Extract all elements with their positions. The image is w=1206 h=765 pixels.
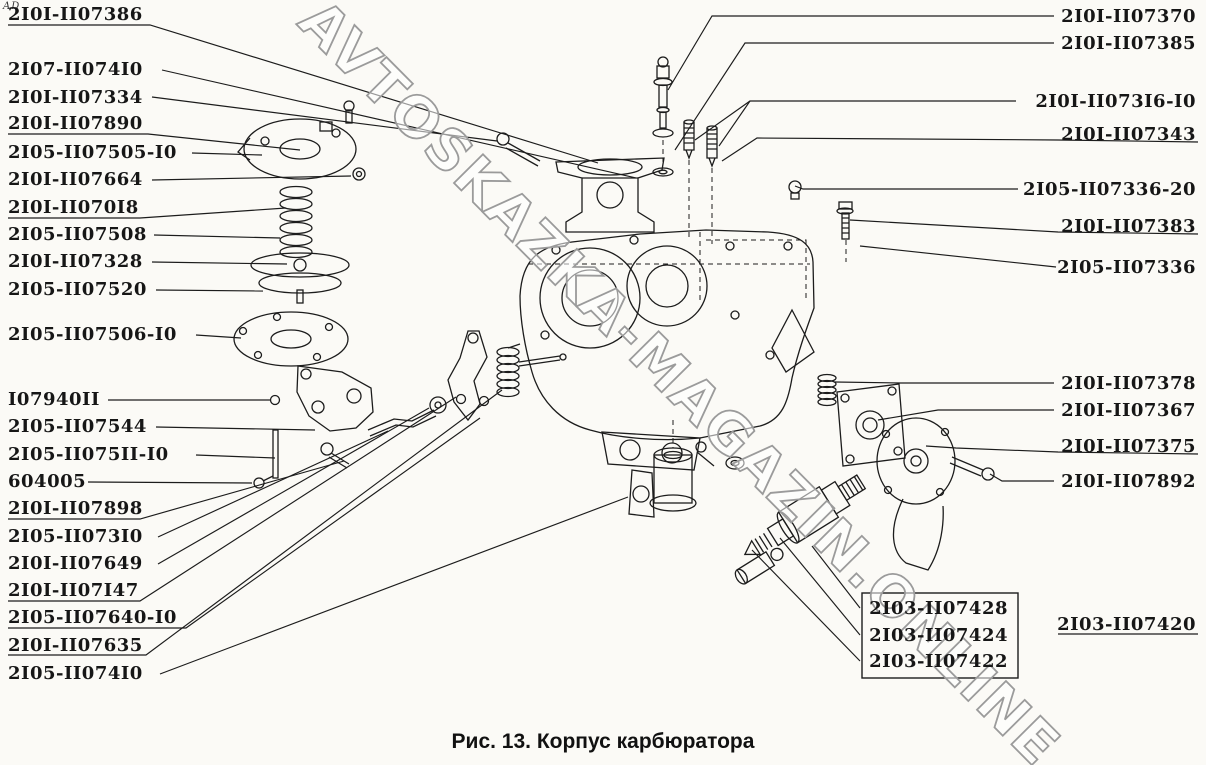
part-number-label: 2I05-II07520	[8, 279, 147, 300]
part-number-label: I07940II	[8, 389, 100, 410]
part-number-label: 2I0I-II07334	[8, 87, 143, 108]
part-number-label: 2I05-II074I0	[8, 663, 143, 684]
part-number-label: 2I0I-II07635	[8, 635, 143, 656]
part-number-label: 2I0I-II07892	[1061, 471, 1196, 492]
part-number-label: 2I0I-II073I6-I0	[1035, 91, 1196, 112]
part-number-label: 2I0I-II07378	[1061, 373, 1196, 394]
part-number-label: 2I05-II07544	[8, 416, 147, 437]
part-number-label: 2I0I-II07385	[1061, 33, 1196, 54]
part-number-label: 2I05-II075II-I0	[8, 444, 169, 465]
part-number-label: 2I03-II07424	[869, 625, 1008, 646]
part-number-label: 2I05-II07336	[1057, 257, 1196, 278]
part-number-label: 2I05-II07640-I0	[8, 607, 177, 628]
part-number-label: 2I03-II07422	[869, 651, 1008, 672]
part-number-label: 2I0I-II07890	[8, 113, 143, 134]
corner-mark: AD	[3, 1, 21, 12]
part-number-label: 2I0I-II070I8	[8, 197, 139, 218]
part-number-label: 2I0I-II07383	[1061, 216, 1196, 237]
part-number-label: 2I0I-II07I47	[8, 580, 139, 601]
part-number-label: 2I05-II07506-I0	[8, 324, 177, 345]
figure-caption: Рис. 13. Корпус карбюратора	[451, 730, 755, 753]
part-number-label: 2I05-II07336-20	[1023, 179, 1196, 200]
part-number-label: 2I05-II07508	[8, 224, 147, 245]
leader-lines	[8, 15, 1199, 675]
part-number-label: 2I07-II074I0	[8, 59, 143, 80]
part-number-label: 2I0I-II07664	[8, 169, 143, 190]
part-number-label: 2I0I-II07649	[8, 553, 143, 574]
part-number-label: 2I0I-II07386	[8, 4, 143, 25]
carburetor-drawing	[233, 56, 995, 585]
part-number-label: 2I05-II07505-I0	[8, 142, 177, 163]
parts-group-box	[861, 592, 1019, 679]
part-number-label: 2I03-II07428	[869, 598, 1008, 619]
part-number-label: 2I0I-II07367	[1061, 400, 1196, 421]
part-number-label: 2I0I-II07343	[1061, 124, 1196, 145]
part-number-label: 604005	[8, 471, 87, 492]
part-number-label: 2I0I-II07370	[1061, 6, 1196, 27]
part-number-label: 2I0I-II07898	[8, 498, 143, 519]
part-number-label: 2I05-II073I0	[8, 526, 143, 547]
part-number-label: 2I0I-II07375	[1061, 436, 1196, 457]
part-number-label: 2I03-II07420	[1057, 614, 1196, 635]
part-number-label: 2I0I-II07328	[8, 251, 143, 272]
